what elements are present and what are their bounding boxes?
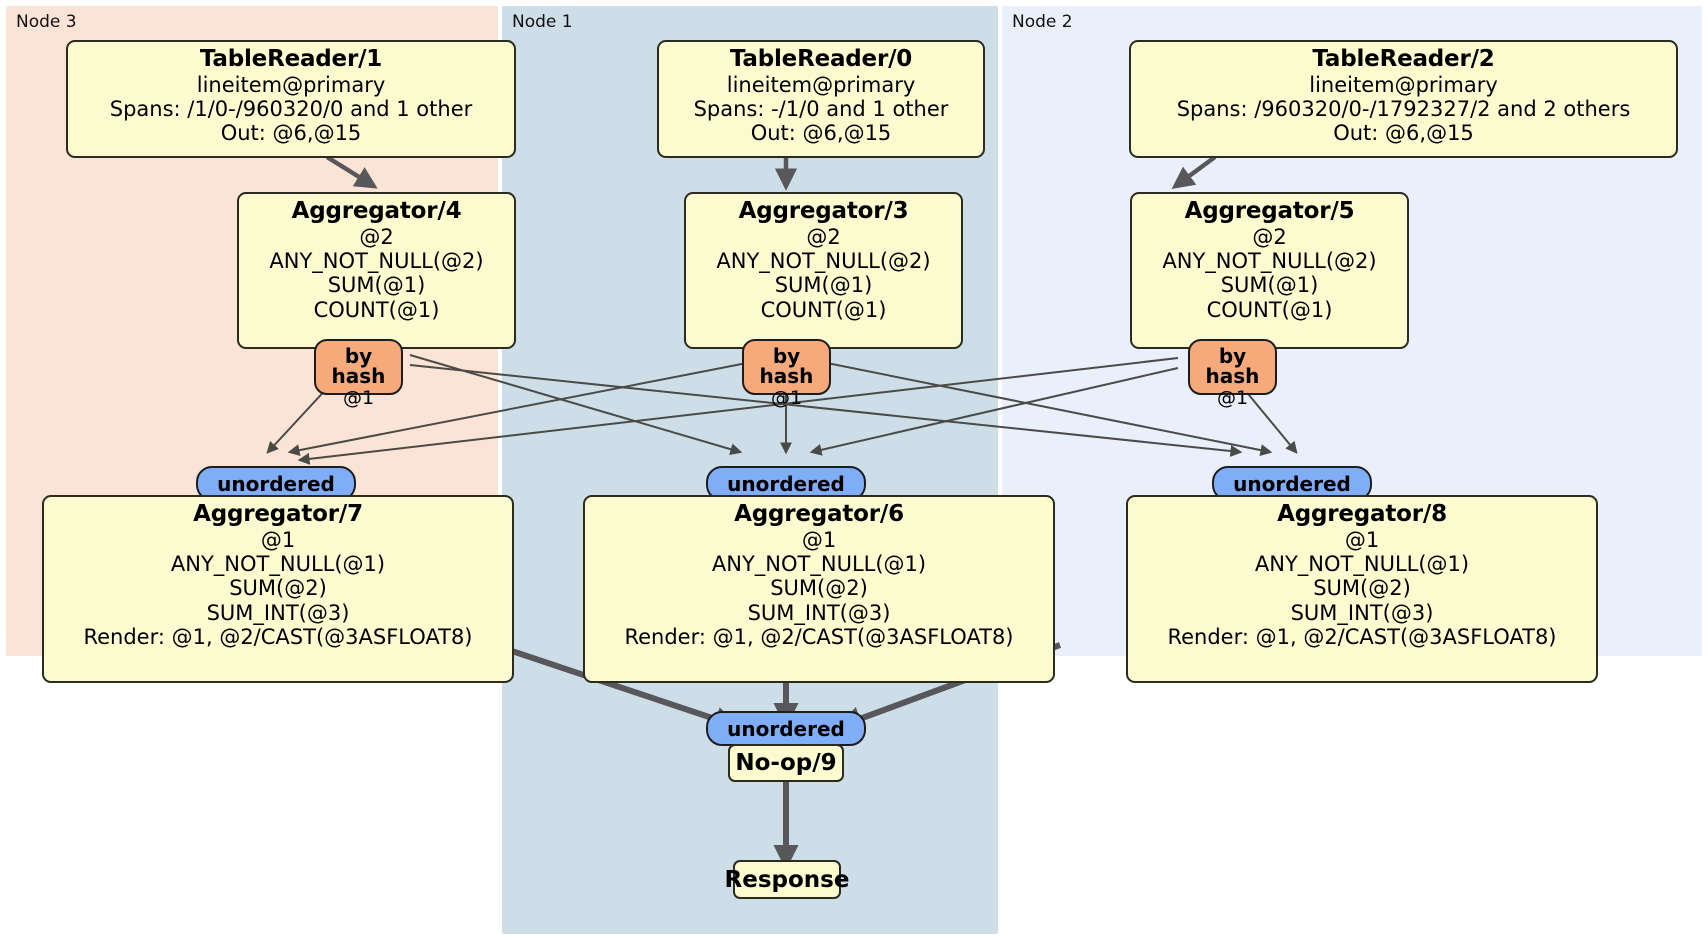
unordered-sync-final[interactable]: unordered (706, 711, 866, 746)
unordered-sync-label: unordered (727, 471, 845, 496)
processor-aggregator4[interactable]: Aggregator/4 @2 ANY_NOT_NULL(@2) SUM(@1)… (237, 192, 516, 349)
processor-title: Aggregator/3 (738, 198, 909, 224)
edge-hash-right-to-unordered-left (297, 357, 1179, 465)
processor-detail-line: ANY_NOT_NULL(@2) (269, 249, 484, 274)
processor-response[interactable]: Response (725, 860, 849, 899)
processor-detail-line: @2 (806, 224, 841, 249)
processor-aggregator6[interactable]: Aggregator/6 @1 ANY_NOT_NULL(@1) SUM(@2)… (583, 495, 1055, 683)
processor-detail-line: COUNT(@1) (313, 297, 440, 322)
edge-tablereader2-to-aggregator5 (1171, 155, 1217, 190)
processor-detail-line: SUM(@2) (229, 576, 327, 601)
node-region-label-node3: Node 3 (16, 12, 77, 32)
processor-aggregator3[interactable]: Aggregator/3 @2 ANY_NOT_NULL(@2) SUM(@1)… (684, 192, 963, 349)
processor-detail-line: ANY_NOT_NULL(@1) (711, 552, 927, 577)
processor-detail-line: SUM(@2) (770, 576, 868, 601)
processor-detail-line: Out: @6,@15 (220, 121, 362, 146)
processor-detail-line: ANY_NOT_NULL(@1) (170, 552, 386, 577)
processor-title: Response (724, 866, 850, 893)
processor-title: Aggregator/4 (291, 198, 462, 224)
edge-hash-right-to-unordered-center (809, 367, 1179, 456)
processor-title: Aggregator/6 (734, 501, 904, 527)
processor-title: TableReader/0 (729, 46, 913, 72)
processor-detail-line: COUNT(@1) (760, 297, 887, 322)
processor-detail-line: SUM_INT(@3) (747, 600, 891, 625)
processor-detail-line: Spans: /1/0-/960320/0 and 1 other (109, 97, 473, 122)
hash-router-label: by hash (331, 344, 386, 388)
hash-router-label: by hash (759, 344, 814, 388)
processor-detail-line: @1 (1344, 527, 1380, 552)
unordered-sync-label: unordered (727, 716, 845, 741)
edge-hash-left-to-unordered-right (409, 364, 1243, 457)
processor-detail-line: @2 (359, 224, 394, 249)
node-region-label-node2: Node 2 (1012, 12, 1073, 32)
processor-detail-line: SUM(@1) (1220, 273, 1319, 298)
processor-tablereader2[interactable]: TableReader/2 lineitem@primary Spans: /9… (1129, 40, 1678, 158)
processor-detail-line: ANY_NOT_NULL(@2) (1162, 249, 1377, 274)
processor-detail-line: Spans: -/1/0 and 1 other (693, 97, 949, 122)
processor-aggregator7[interactable]: Aggregator/7 @1 ANY_NOT_NULL(@1) SUM(@2)… (42, 495, 514, 683)
processor-detail-line: lineitem@primary (196, 72, 386, 97)
processor-title: TableReader/1 (199, 46, 383, 72)
processor-detail-line: COUNT(@1) (1206, 297, 1333, 322)
processor-title: Aggregator/8 (1277, 501, 1447, 527)
processor-aggregator8[interactable]: Aggregator/8 @1 ANY_NOT_NULL(@1) SUM(@2)… (1126, 495, 1598, 683)
processor-title: No-op/9 (735, 750, 837, 776)
processor-detail-line: Render: @1, @2/CAST(@3ASFLOAT8) (83, 625, 473, 650)
processor-detail-line: Out: @6,@15 (750, 121, 892, 146)
hash-router-right[interactable]: by hash @1 (1188, 339, 1277, 408)
processor-detail-line: SUM_INT(@3) (1290, 600, 1434, 625)
edge-aggregator7-to-unordered-final (493, 642, 740, 732)
hash-router-column: @1 (342, 387, 375, 409)
hash-router-label: by hash (1205, 344, 1260, 388)
processor-detail-line: Render: @1, @2/CAST(@3ASFLOAT8) (1167, 625, 1557, 650)
processor-title: Aggregator/7 (193, 501, 363, 527)
processor-detail-line: @1 (260, 527, 296, 552)
hash-router-left[interactable]: by hash @1 (314, 339, 403, 408)
processor-detail-line: lineitem@primary (726, 72, 916, 97)
hash-router-column: @1 (1216, 387, 1249, 409)
processor-detail-line: Out: @6,@15 (1333, 121, 1474, 146)
processor-detail-line: @2 (1252, 224, 1287, 249)
processor-detail-line: SUM(@1) (774, 273, 873, 298)
processor-detail-line: ANY_NOT_NULL(@1) (1254, 552, 1470, 577)
processor-aggregator5[interactable]: Aggregator/5 @2 ANY_NOT_NULL(@2) SUM(@1)… (1130, 192, 1409, 349)
processor-tablereader0[interactable]: TableReader/0 lineitem@primary Spans: -/… (657, 40, 985, 158)
processor-detail-line: SUM(@2) (1313, 576, 1411, 601)
unordered-sync-label: unordered (217, 471, 335, 496)
hash-router-column: @1 (770, 387, 803, 409)
processor-title: TableReader/2 (1312, 46, 1495, 72)
processor-tablereader1[interactable]: TableReader/1 lineitem@primary Spans: /1… (66, 40, 516, 158)
processor-detail-line: Render: @1, @2/CAST(@3ASFLOAT8) (624, 625, 1014, 650)
processor-detail-line: SUM_INT(@3) (206, 600, 350, 625)
processor-title: Aggregator/5 (1184, 198, 1355, 224)
processor-detail-line: lineitem@primary (1309, 72, 1498, 97)
unordered-sync-label: unordered (1233, 471, 1351, 496)
processor-detail-line: Spans: /960320/0-/1792327/2 and 2 others (1176, 97, 1631, 122)
processor-detail-line: SUM(@1) (327, 273, 426, 298)
processor-detail-line: @1 (801, 527, 837, 552)
edge-hash-center-to-unordered-left (287, 361, 753, 457)
node-region-label-node1: Node 1 (512, 12, 573, 32)
processor-detail-line: ANY_NOT_NULL(@2) (716, 249, 931, 274)
processor-noop9[interactable]: No-op/9 (728, 744, 844, 782)
edge-tablereader1-to-aggregator4 (325, 155, 378, 189)
edge-hash-center-to-unordered-right (821, 361, 1273, 456)
hash-router-center[interactable]: by hash @1 (742, 339, 831, 408)
